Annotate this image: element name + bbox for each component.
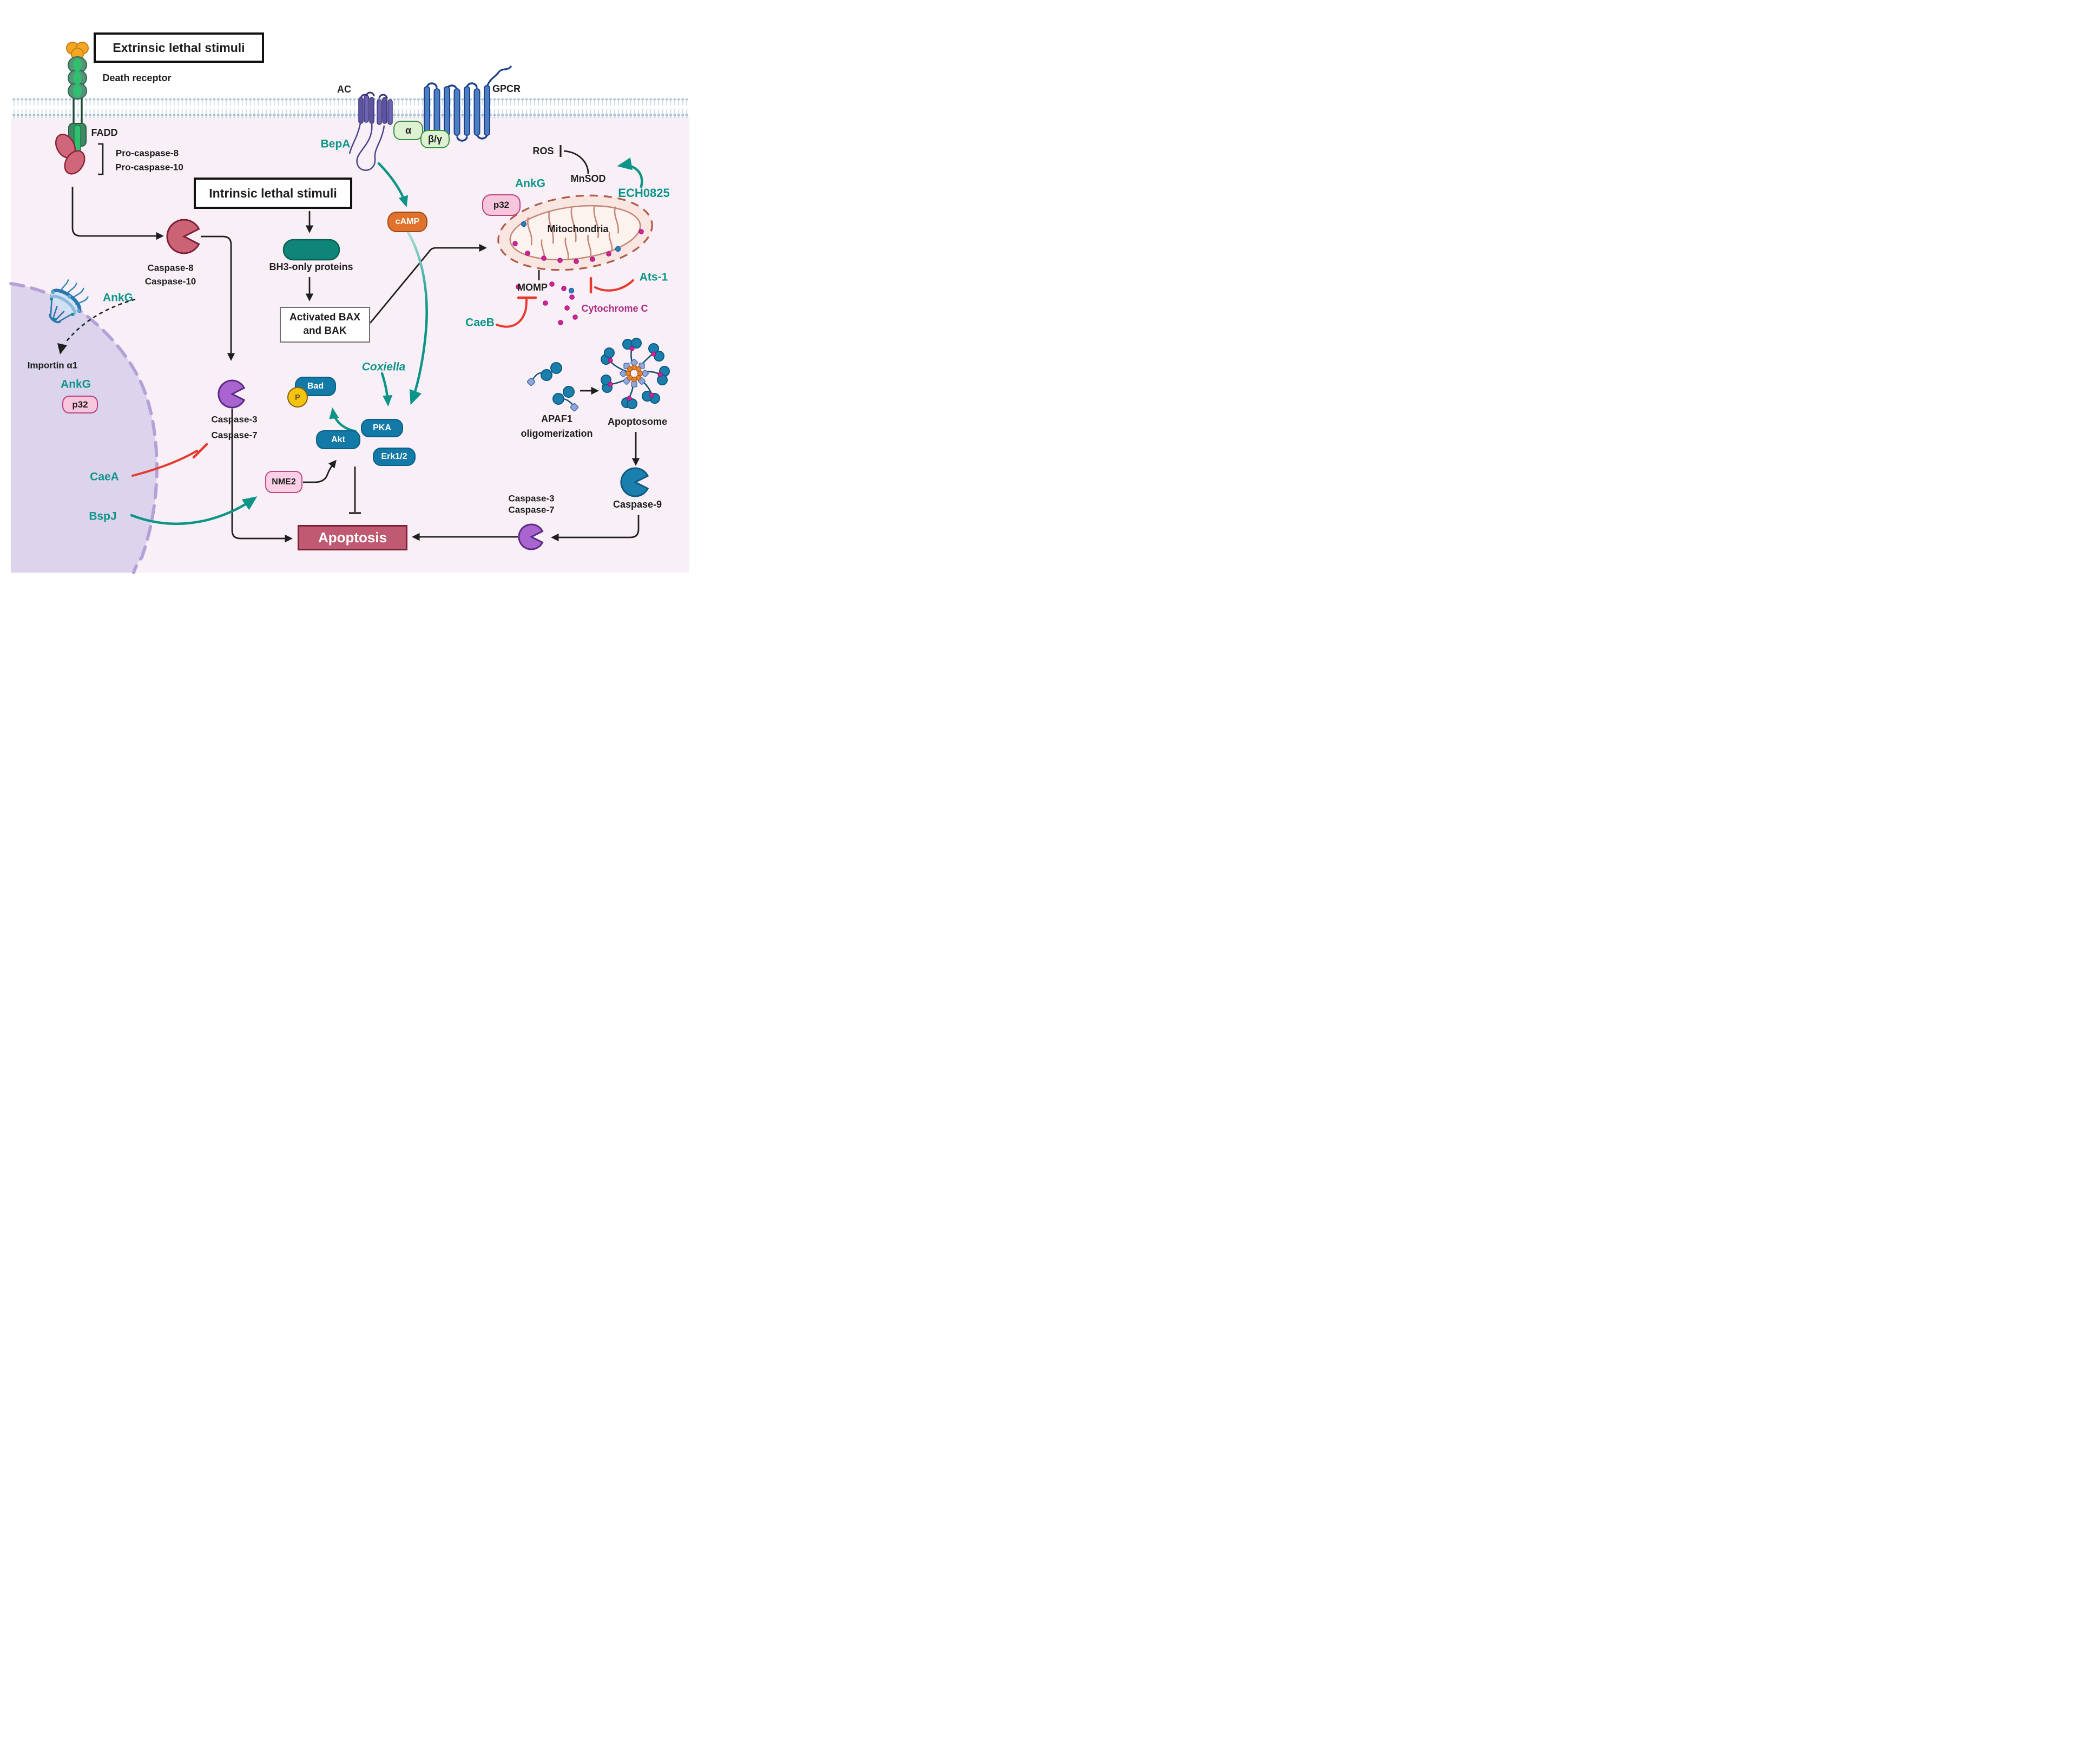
ech0825-label: ECH0825: [618, 186, 670, 200]
g-beta-gamma-pill: β/γ: [420, 130, 450, 148]
momp-label: MOMP: [517, 282, 548, 293]
mnsod-label: MnSOD: [570, 173, 606, 184]
camp-label: cAMP: [395, 217, 420, 226]
intrinsic-stimuli-label: Intrinsic lethal stimuli: [209, 186, 337, 200]
gpcr-label: GPCR: [492, 83, 521, 94]
bax-line1: Activated BAX: [289, 312, 360, 324]
caspase9-icon: [620, 467, 649, 497]
ankg-mito-label: AnkG: [515, 177, 546, 190]
black-arrows: [71, 145, 640, 543]
ankg-pore-label: AnkG: [102, 291, 134, 304]
pro-caspase-bracket: [98, 143, 104, 175]
caspase37-icon: [218, 379, 246, 409]
extrinsic-stimuli-box: Extrinsic lethal stimuli: [94, 32, 264, 63]
nme2-label: NME2: [272, 477, 296, 487]
ac-label: AC: [337, 84, 351, 95]
bh3-pill-icon: [282, 239, 340, 261]
caspase3-mid-label: Caspase-3: [211, 414, 258, 425]
death-receptor-label: Death receptor: [102, 73, 172, 83]
caspase8-icon: [166, 219, 200, 254]
erk-label: Erk1/2: [381, 452, 407, 461]
ats1-label: Ats-1: [639, 271, 668, 284]
g-alpha-label: α: [405, 124, 412, 136]
nme2-pill: NME2: [265, 471, 302, 493]
ac-protein-icon: [348, 91, 393, 171]
apaf1-icon: [526, 362, 579, 412]
pka-label: PKA: [373, 423, 391, 432]
caspase7-mid-label: Caspase-7: [211, 430, 258, 441]
nuclear-pore-icon: [49, 279, 89, 324]
pka-pill: PKA: [361, 419, 403, 437]
red-inhibitors: [131, 277, 634, 477]
erk-pill: Erk1/2: [373, 448, 416, 466]
p32-mito-label: p32: [493, 200, 510, 210]
akt-pill: Akt: [316, 430, 360, 449]
bad-pill: Bad: [295, 377, 336, 396]
cytochrome-c-label: Cytochrome C: [581, 303, 648, 314]
akt-label: Akt: [331, 435, 345, 444]
pro-caspase-icon: [55, 134, 85, 175]
bspj-label: BspJ: [89, 510, 117, 523]
caspase7-bottom-label: Caspase-7: [508, 504, 555, 515]
g-beta-gamma-label: β/γ: [428, 133, 442, 145]
g-alpha-pill: α: [393, 121, 423, 140]
apoptosis-label: Apoptosis: [318, 529, 387, 546]
phospho-badge: P: [287, 387, 308, 408]
caspase37-bottom-icon: [518, 523, 544, 550]
camp-pill: cAMP: [387, 212, 427, 232]
p32-nucleus-pill: p32: [62, 396, 98, 413]
bad-label: Bad: [307, 382, 324, 391]
mitochondria-label: Mitochondria: [547, 224, 609, 234]
caspase9-label: Caspase-9: [613, 499, 662, 510]
caspase10-label: Caspase-10: [144, 276, 196, 287]
bax-line2: and BAK: [303, 325, 347, 337]
pathway-figure: Extrinsic lethal stimuli Intrinsic letha…: [0, 0, 700, 582]
plasma-membrane: [11, 98, 689, 118]
pro-caspase10-label: Pro-caspase-10: [115, 162, 183, 173]
intrinsic-stimuli-box: Intrinsic lethal stimuli: [194, 178, 352, 209]
cytochrome-c-dots: [512, 221, 644, 325]
pro-caspase8-label: Pro-caspase-8: [115, 148, 179, 159]
caspase3-bottom-label: Caspase-3: [508, 493, 555, 504]
phospho-label: P: [294, 392, 300, 402]
caeb-label: CaeB: [465, 316, 495, 329]
oligomerization-label: oligomerization: [521, 428, 593, 439]
extrinsic-stimuli-label: Extrinsic lethal stimuli: [113, 40, 245, 55]
coxiella-label: Coxiella: [361, 360, 406, 373]
apaf1-label: APAF1: [541, 413, 572, 424]
mitochondria-icon: [497, 194, 653, 271]
teal-arrows: [130, 157, 643, 525]
importin-label: Importin α1: [27, 360, 78, 371]
bepa-label: BepA: [320, 137, 351, 150]
death-receptor-icon: [66, 42, 89, 158]
importin-dashed-arrow: [57, 298, 136, 354]
p32-nucleus-label: p32: [72, 399, 88, 410]
activated-bax-bak-box: Activated BAX and BAK: [280, 307, 370, 343]
bh3-label: BH3-only proteins: [269, 261, 353, 272]
ankg-nucleus-label: AnkG: [60, 378, 91, 391]
apoptosome-icon: [601, 338, 670, 409]
p32-mito-pill: p32: [482, 194, 521, 216]
ros-label: ROS: [532, 146, 554, 156]
fadd-label: FADD: [91, 127, 118, 138]
apoptosis-box: Apoptosis: [298, 525, 407, 550]
caea-label: CaeA: [90, 470, 119, 483]
apoptosome-label: Apoptosome: [608, 416, 667, 427]
caspase8-label: Caspase-8: [147, 262, 194, 273]
